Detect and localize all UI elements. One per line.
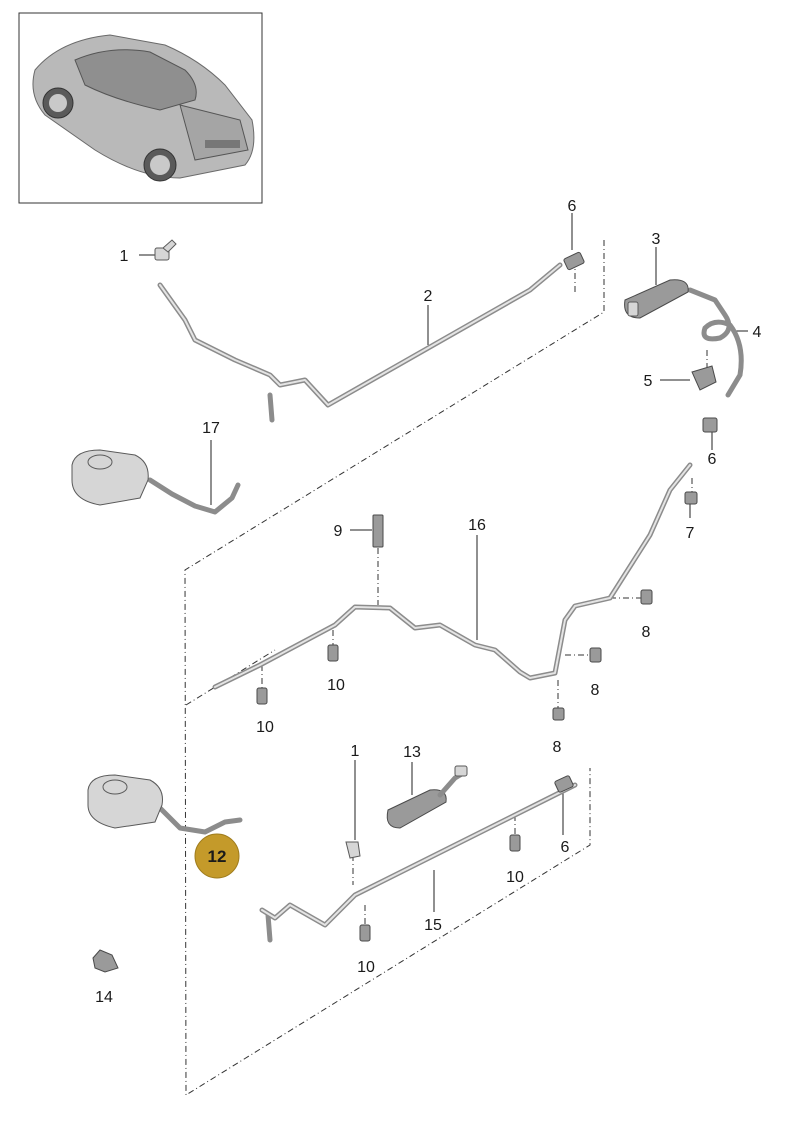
leader-lines (139, 213, 748, 925)
clips-part-10 (256, 644, 521, 942)
pipe-part-16 (212, 462, 693, 690)
highlight-badge-circle[interactable] (194, 833, 240, 879)
components (71, 239, 718, 973)
callout-1-lower: 1 (351, 743, 360, 760)
pipe-part-12 (157, 805, 243, 835)
callout-14: 14 (95, 989, 113, 1006)
callout-5: 5 (644, 373, 653, 390)
callout-8-right: 8 (642, 624, 651, 641)
reservoir-lower (87, 774, 163, 829)
connector-part-6-right (702, 417, 718, 433)
brake-pipes (147, 262, 744, 943)
callout-8-lower: 8 (553, 739, 562, 756)
connector-part-6-top (563, 251, 585, 271)
callout-10-lower-right: 10 (506, 869, 524, 886)
callout-9: 9 (334, 523, 343, 540)
callout-10-upper: 10 (327, 677, 345, 694)
callout-6-lower: 6 (561, 839, 570, 856)
pipe-part-17 (147, 477, 241, 515)
highlight-badge-label: 12 (208, 847, 227, 866)
callout-8-mid: 8 (591, 682, 600, 699)
callout-7: 7 (686, 525, 695, 542)
reservoir-upper (71, 449, 149, 506)
callout-6-right: 6 (708, 451, 717, 468)
pipe-part-4 (687, 287, 744, 398)
callout-13: 13 (403, 744, 421, 761)
callout-labels: 1 2 6 3 4 5 6 7 17 9 16 8 8 8 10 10 1 13… (95, 198, 761, 1006)
pipe-part-2 (157, 262, 563, 423)
slave-cylinder-part-3 (624, 279, 689, 319)
callout-10-left: 10 (256, 719, 274, 736)
callout-4: 4 (753, 324, 762, 341)
connector-part-6-lower (554, 775, 574, 793)
car-image (32, 34, 255, 182)
clip-part-7 (684, 491, 698, 505)
clip-part-14 (92, 949, 119, 973)
master-cylinder-part-13 (386, 765, 468, 829)
callout-6: 6 (568, 198, 577, 215)
clips-part-8 (552, 589, 653, 721)
callout-15: 15 (424, 917, 442, 934)
callout-1: 1 (120, 248, 129, 265)
grommet-part-9 (372, 514, 384, 548)
vehicle-thumbnail (18, 12, 263, 204)
bracket-part-5 (691, 365, 717, 391)
bleeder-part-1-top (154, 239, 177, 261)
pipe-part-15 (259, 782, 578, 943)
callout-3: 3 (652, 231, 661, 248)
callout-16: 16 (468, 517, 486, 534)
callout-10-lower-left: 10 (357, 959, 375, 976)
callout-17: 17 (202, 420, 220, 437)
highlight-badge-12[interactable]: 12 (194, 833, 240, 879)
bleeder-part-1-lower (345, 841, 361, 859)
callout-2: 2 (424, 288, 433, 305)
